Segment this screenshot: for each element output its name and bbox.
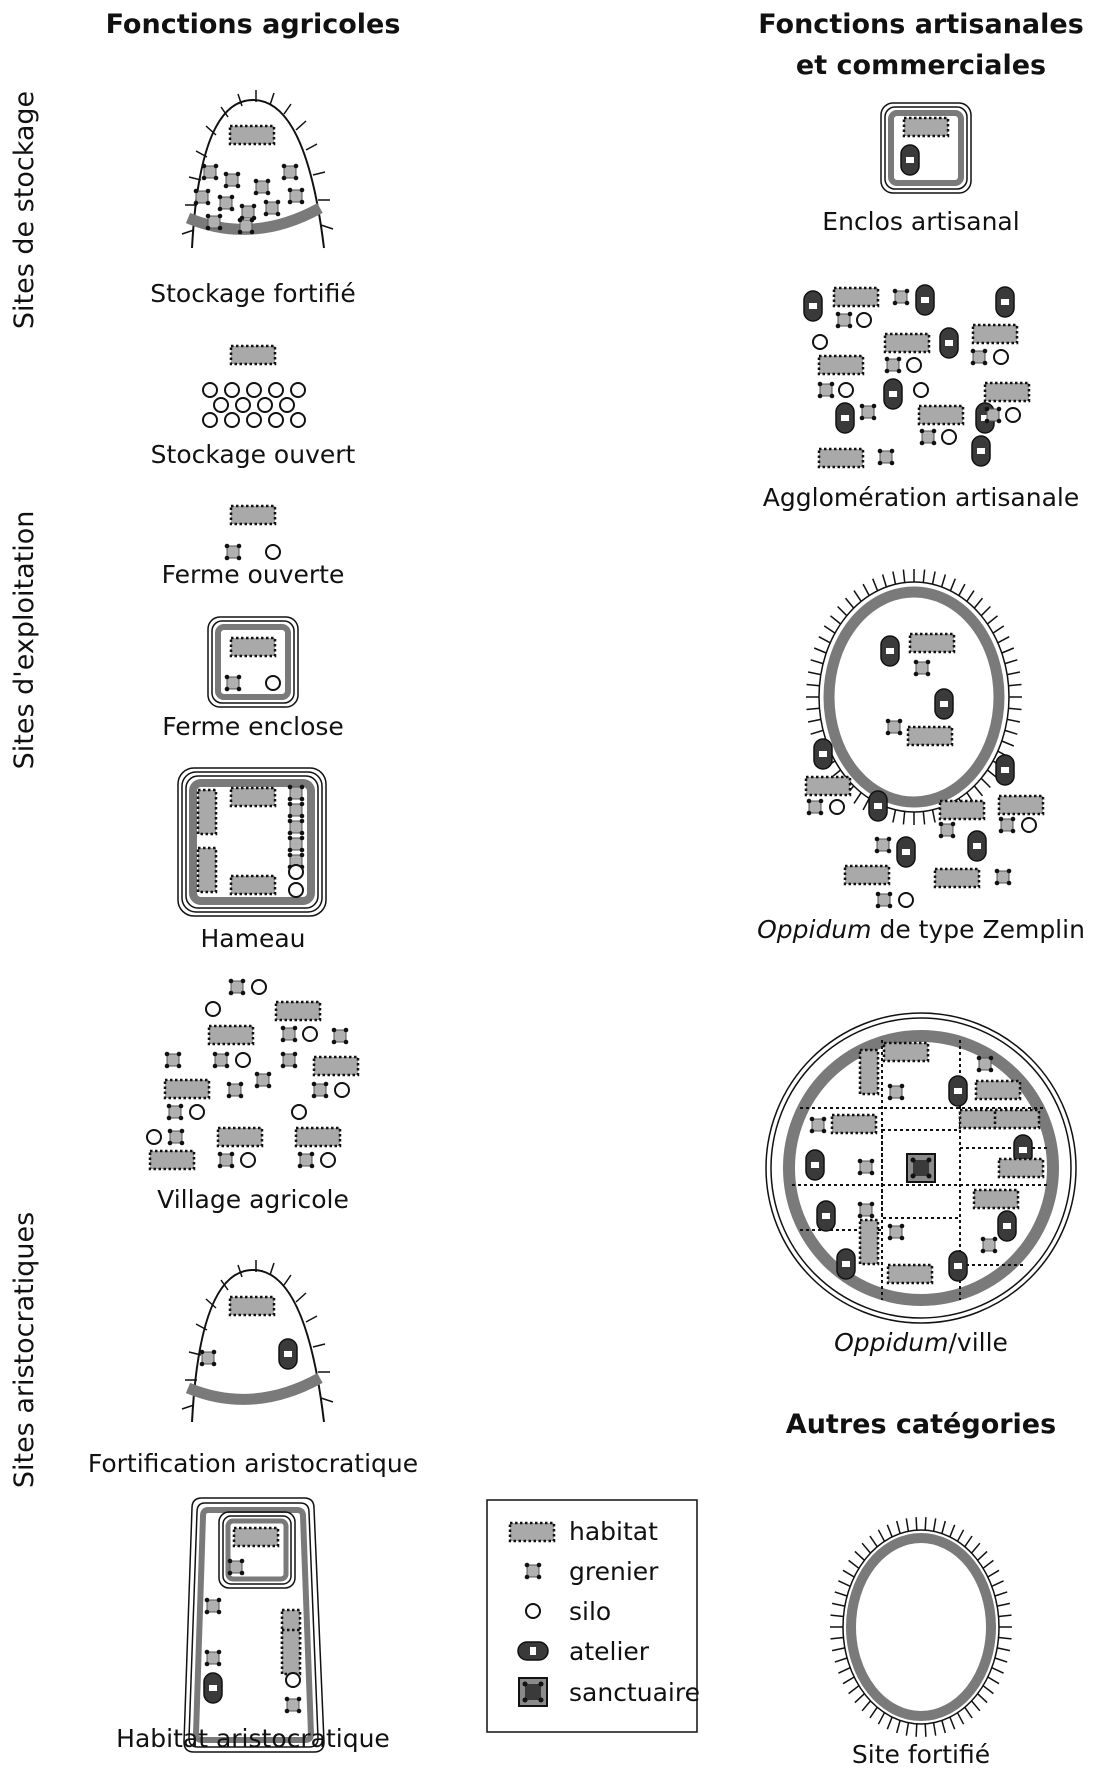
fortification-aristo-symbol xyxy=(181,1260,334,1423)
legend: habitat grenier silo atelier sanctuaire xyxy=(486,1499,700,1733)
palisade-spikes xyxy=(181,90,334,235)
side-label-storage-sites: Sites de stockage xyxy=(9,91,40,329)
heading-craft-functions-line2: et commerciales xyxy=(796,50,1046,81)
hameau-symbol xyxy=(177,767,327,917)
label-oppidum-zemplin-italic: Oppidum xyxy=(757,915,871,944)
habitat-icon xyxy=(508,1521,556,1543)
label-oppidum-ville-rest: /ville xyxy=(949,1328,1008,1357)
heading-craft-functions-line1: Fonctions artisanales xyxy=(758,9,1084,40)
legend-label-habitat: habitat xyxy=(569,1517,658,1546)
habitat-aristo-symbol xyxy=(183,1497,325,1753)
label-hameau: Hameau xyxy=(200,924,305,953)
legend-item-silo: silo xyxy=(525,1597,611,1626)
legend-label-atelier: atelier xyxy=(569,1637,650,1666)
heading-agricultural-functions: Fonctions agricoles xyxy=(106,9,401,40)
label-stockage-fortifie: Stockage fortifié xyxy=(150,279,356,308)
side-label-exploitation-sites: Sites d'exploitation xyxy=(9,511,40,770)
side-label-aristocratic-sites: Sites aristocratiques xyxy=(9,1212,40,1488)
label-oppidum-zemplin: Oppidum de type Zemplin xyxy=(757,915,1085,944)
legend-label-silo: silo xyxy=(569,1597,611,1626)
label-oppidum-ville-italic: Oppidum xyxy=(834,1328,948,1357)
label-ferme-enclose: Ferme enclose xyxy=(162,712,344,741)
legend-item-atelier: atelier xyxy=(517,1637,650,1666)
legend-label-grenier: grenier xyxy=(569,1557,659,1586)
sanctuaire-icon xyxy=(518,1677,548,1707)
palisade-spikes xyxy=(181,1260,334,1410)
grenier-icon xyxy=(524,1562,542,1580)
label-agglomeration-artisanale: Agglomération artisanale xyxy=(763,483,1079,512)
spike-lines xyxy=(830,1517,1012,1737)
label-oppidum-ville: Oppidum/ville xyxy=(834,1328,1008,1357)
label-ferme-ouverte: Ferme ouverte xyxy=(162,560,345,589)
ferme-ouverte-symbol xyxy=(224,504,281,561)
agglomeration-artisanale-symbol xyxy=(803,284,1031,469)
label-habitat-aristocratique: Habitat aristocratique xyxy=(116,1724,390,1753)
village-agricole-symbol xyxy=(146,978,360,1171)
palisade-spikes xyxy=(830,1517,1012,1737)
oppidum-zemplin-symbol xyxy=(804,569,1045,909)
legend-item-habitat: habitat xyxy=(508,1517,658,1546)
atelier-icon xyxy=(517,1641,549,1661)
enclos-artisanal-symbol xyxy=(880,102,972,194)
label-village-agricole: Village agricole xyxy=(157,1185,349,1214)
stockage-ouvert-symbol xyxy=(202,344,306,428)
label-oppidum-zemplin-rest: de type Zemplin xyxy=(872,915,1085,944)
ferme-enclose-symbol xyxy=(207,616,299,708)
stockage-fortifie-symbol xyxy=(181,90,334,249)
legend-label-sanctuaire: sanctuaire xyxy=(569,1678,700,1707)
legend-item-sanctuaire: sanctuaire xyxy=(518,1677,700,1707)
site-fortifie-symbol xyxy=(830,1517,1012,1737)
oppidum-ville-symbol xyxy=(765,1012,1077,1324)
label-site-fortifie: Site fortifié xyxy=(852,1740,990,1769)
heading-other-categories: Autres catégories xyxy=(786,1409,1056,1440)
legend-item-grenier: grenier xyxy=(524,1557,659,1586)
label-fortification-aristocratique: Fortification aristocratique xyxy=(88,1449,418,1478)
silo-icon xyxy=(525,1603,541,1619)
label-enclos-artisanal: Enclos artisanal xyxy=(822,207,1019,236)
label-stockage-ouvert: Stockage ouvert xyxy=(151,440,356,469)
